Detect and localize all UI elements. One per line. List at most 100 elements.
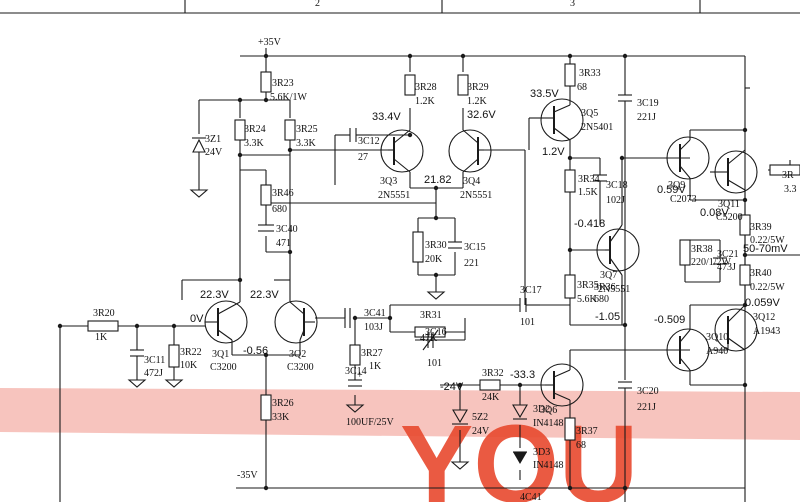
resistor-r40 — [739, 264, 751, 286]
c21-ref: 3C21 — [717, 249, 739, 260]
q12-ref: 3Q12 — [753, 312, 775, 323]
ground-r22 — [164, 379, 184, 388]
volt-q1-base: 0V — [190, 313, 204, 325]
q12-val: A1943 — [753, 326, 780, 337]
volt-tail: 21.82 — [424, 174, 452, 186]
rx-val: 3.3 — [784, 184, 797, 195]
header-col-2: 2 — [315, 0, 320, 9]
c12-val: 27 — [358, 152, 368, 163]
r30-ref: 3R30 — [425, 240, 447, 251]
c21-val: 473J — [717, 262, 736, 273]
r24-ref: 3R24 — [244, 124, 266, 135]
r24-val: 3.3K — [244, 138, 265, 149]
resistor-r33 — [564, 63, 576, 87]
c16-val: 101 — [427, 358, 442, 369]
zener-z2 — [452, 409, 468, 425]
resistor-r39 — [739, 214, 751, 236]
q1-val: C3200 — [210, 362, 237, 373]
q7-ref: 3Q7 — [600, 270, 617, 281]
c40-val: 471 — [276, 238, 291, 249]
resistor-r38 — [679, 239, 691, 266]
transistors — [204, 98, 758, 407]
r38-val: 220/1/2W — [691, 257, 732, 268]
q2-ref: 3Q2 — [289, 349, 306, 360]
r28-ref: 3R28 — [415, 82, 437, 93]
transistor-q6 — [540, 363, 584, 407]
resistors — [87, 63, 800, 441]
q5-ref: 3Q5 — [581, 108, 598, 119]
volt-mid: 0.08V — [700, 207, 729, 219]
transistor-q10 — [666, 328, 710, 372]
resistor-r22 — [168, 344, 180, 368]
r26-ref: 3R26 — [272, 398, 294, 409]
r27-ref: 3R27 — [361, 348, 383, 359]
labels: +35V -35V 3R20 1K 3C11 472J 3R22 10K 3Q1… — [93, 37, 797, 502]
r25-val: 3.3K — [296, 138, 317, 149]
q1-ref: 3Q1 — [212, 349, 229, 360]
d2-ref: 3D2 — [533, 404, 550, 415]
q9-val: C2073 — [670, 194, 697, 205]
c14-val: 100UF/25V — [346, 417, 395, 428]
r46-val: 680 — [272, 204, 287, 215]
transistor-q2 — [274, 300, 318, 344]
capacitor-c12 — [349, 128, 372, 142]
c41b-ref: 4C41 — [520, 492, 542, 502]
resistor-r32 — [479, 379, 501, 391]
watermark-band — [0, 388, 800, 440]
resistor-r31 — [414, 326, 446, 338]
r37-val: 68 — [576, 440, 586, 451]
volt-emit: -0.56 — [243, 345, 268, 357]
r26-val: 33K — [272, 412, 290, 423]
volt-q4-col: 32.6V — [467, 109, 496, 121]
capacitor-c11 — [130, 349, 144, 362]
r27-val: 1K — [369, 361, 382, 372]
resistor-rx — [769, 164, 800, 176]
q3-ref: 3Q3 — [380, 176, 397, 187]
r32-ref: 3R32 — [482, 368, 504, 379]
diode-d2 — [512, 404, 528, 420]
rail-pos-label: +35V — [258, 37, 282, 48]
capacitor-c16 — [422, 329, 439, 351]
q3-val: 2N5551 — [378, 190, 410, 201]
r39-val: 0.22/5W — [750, 235, 785, 246]
capacitor-c40 — [258, 224, 274, 232]
q10-val: A940 — [706, 346, 728, 357]
q9-ref: 3Q9 — [668, 180, 685, 191]
c11-val: 472J — [144, 368, 163, 379]
r39-ref: 3R39 — [750, 222, 772, 233]
r46-ref: 3R46 — [272, 188, 294, 199]
volt-q6-base: -33.3 — [510, 369, 535, 381]
watermark: YOU — [0, 388, 800, 502]
volt-q12: 0.059V — [745, 297, 781, 309]
transistor-q1 — [204, 300, 248, 344]
header-col-3: 3 — [570, 0, 575, 9]
q4-ref: 3Q4 — [463, 176, 480, 187]
volt-q2-col: 22.3V — [250, 289, 279, 301]
ground-symbols — [127, 188, 470, 470]
diode-d3 — [513, 451, 527, 464]
resistor-r20 — [87, 320, 119, 332]
resistor-r35 — [564, 274, 576, 299]
c16-ref: 3C16 — [425, 327, 447, 338]
c11-ref: 3C11 — [144, 355, 165, 366]
resistor-r34 — [564, 169, 576, 193]
volt-q5-emit: 33.5V — [530, 88, 559, 100]
capacitor-c20 — [618, 381, 632, 395]
ground-z2 — [450, 461, 470, 470]
volt-q5-col: 1.2V — [542, 146, 565, 158]
c18-ref: 3C18 — [606, 180, 628, 191]
r40-val: 0.22/5W — [750, 282, 785, 293]
r20-val: 1K — [95, 332, 108, 343]
volt-q7-emit: -1.05 — [595, 311, 620, 323]
r35-val: 5.6K — [577, 294, 598, 305]
z2-ref: 5Z2 — [472, 412, 488, 423]
d2-val: IN4148 — [533, 418, 564, 429]
q2-val: C3200 — [287, 362, 314, 373]
resistor-r46 — [260, 184, 272, 206]
q7-val: 2N5551 — [598, 284, 630, 295]
r31-ref: 3R31 — [420, 310, 442, 321]
r20-ref: 3R20 — [93, 308, 115, 319]
c19-val: 221J — [637, 112, 656, 123]
volt-q9-base: 0.59V — [657, 184, 686, 196]
q10-ref: 3Q10 — [706, 332, 728, 343]
